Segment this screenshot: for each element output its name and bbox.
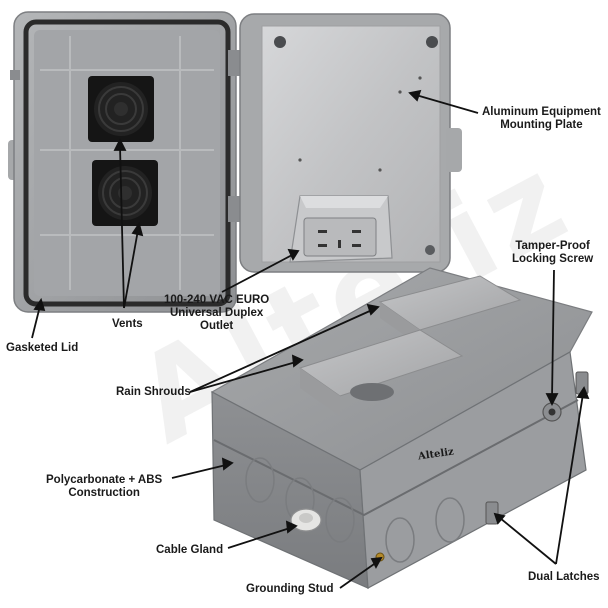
label-rain-shrouds: Rain Shrouds [116, 386, 191, 398]
rain-shroud-bottom [298, 329, 464, 416]
label-grounding-stud: Grounding Stud [246, 583, 334, 595]
label-locking-screw: Tamper-Proof Locking Screw [512, 240, 594, 265]
label-construction: Polycarbonate + ABS Construction [46, 474, 163, 499]
euro-duplex-outlet [289, 195, 393, 263]
label-dual-latches: Dual Latches [528, 571, 600, 583]
callout-arrows [31, 89, 590, 589]
label-gasketed-lid: Gasketed Lid [6, 342, 79, 354]
label-cable-gland: Cable Gland [156, 544, 224, 556]
vent-fan-top [88, 76, 154, 142]
label-mounting-plate: Aluminum Equipment Mounting Plate [482, 106, 601, 131]
open-enclosure-base [239, 13, 462, 273]
vent-fan-bottom [92, 160, 158, 226]
label-euro-outlet: 100-240 VAC EURO Universal Duplex Outlet [164, 294, 270, 332]
label-vents: Vents [112, 318, 143, 330]
